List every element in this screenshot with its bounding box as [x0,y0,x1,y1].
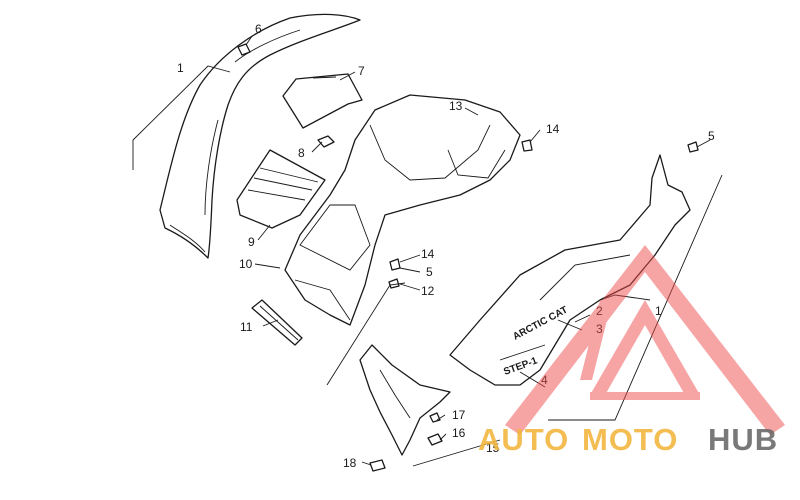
callout-17: 17 [452,408,466,422]
watermark-triangle-logo [505,245,785,435]
callout-16: 16 [452,426,466,440]
automotohub-watermark: AUTO MOTO HUB [478,245,785,457]
clip-part-18 [369,459,386,472]
callout-14-top: 14 [546,122,560,136]
mesh-part-11 [251,299,303,346]
callout-13: 13 [449,99,463,113]
callout-7: 7 [358,64,365,78]
side-panel-left [159,13,361,259]
callout-6: 6 [255,22,262,36]
callout-1-right: 1 [655,304,662,318]
callout-12: 12 [421,284,435,298]
bracket-part-15 [359,344,451,456]
screw-part-5-right [687,141,699,153]
screw-part-12 [388,278,400,289]
callout-14-mid: 14 [421,247,435,261]
watermark-word-auto: AUTO [478,422,569,457]
callout-1-left: 1 [177,61,184,75]
callout-11: 11 [240,320,253,334]
callout-9: 9 [248,235,255,249]
callout-15: 15 [486,441,500,455]
panel-part-7 [282,73,363,129]
watermark-word-hub: HUB [708,422,778,457]
callout-5-right: 5 [708,129,715,143]
callout-8: 8 [298,146,305,160]
watermark-word-moto: MOTO [582,422,678,457]
clip-part-16 [427,433,443,446]
clip-part-17 [429,412,441,423]
callout-10: 10 [239,257,253,271]
clip-part-14-mid [389,258,401,271]
clip-part-14-top [521,139,533,152]
vent-part-9 [236,149,326,229]
callout-18: 18 [343,456,357,470]
screw-part-6 [237,43,251,56]
callout-5-mid: 5 [426,265,433,279]
nose-hood-part-10 [284,94,521,326]
clip-part-8 [317,135,335,148]
